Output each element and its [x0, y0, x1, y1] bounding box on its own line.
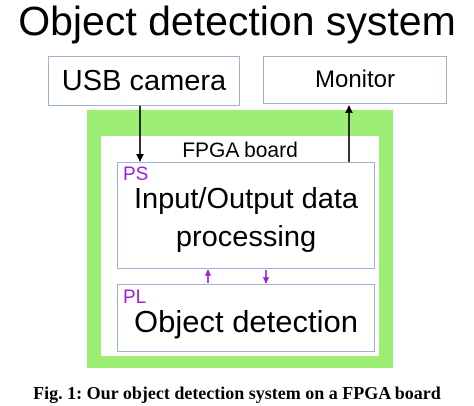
- fpga-board-label: FPGA board: [182, 139, 298, 162]
- monitor-label: Monitor: [314, 66, 396, 93]
- ps-box: [117, 162, 375, 269]
- usb-camera-label: USB camera: [61, 64, 227, 97]
- diagram-title: Object detection system: [18, 0, 456, 44]
- pl-label: Object detection: [133, 304, 359, 339]
- figure-caption: Fig. 1: Our object detection system on a…: [33, 383, 441, 403]
- ps-label: Input/Output data processing: [117, 180, 375, 256]
- pl-tag: PL: [123, 287, 147, 308]
- usb-camera-box: USB camera: [48, 56, 240, 106]
- ps-label-line1: Input/Output data: [133, 183, 359, 215]
- ps-tag: PS: [123, 164, 149, 185]
- monitor-box: Monitor: [263, 56, 447, 104]
- ps-label-line2: processing: [175, 221, 317, 253]
- pl-box: [117, 284, 375, 352]
